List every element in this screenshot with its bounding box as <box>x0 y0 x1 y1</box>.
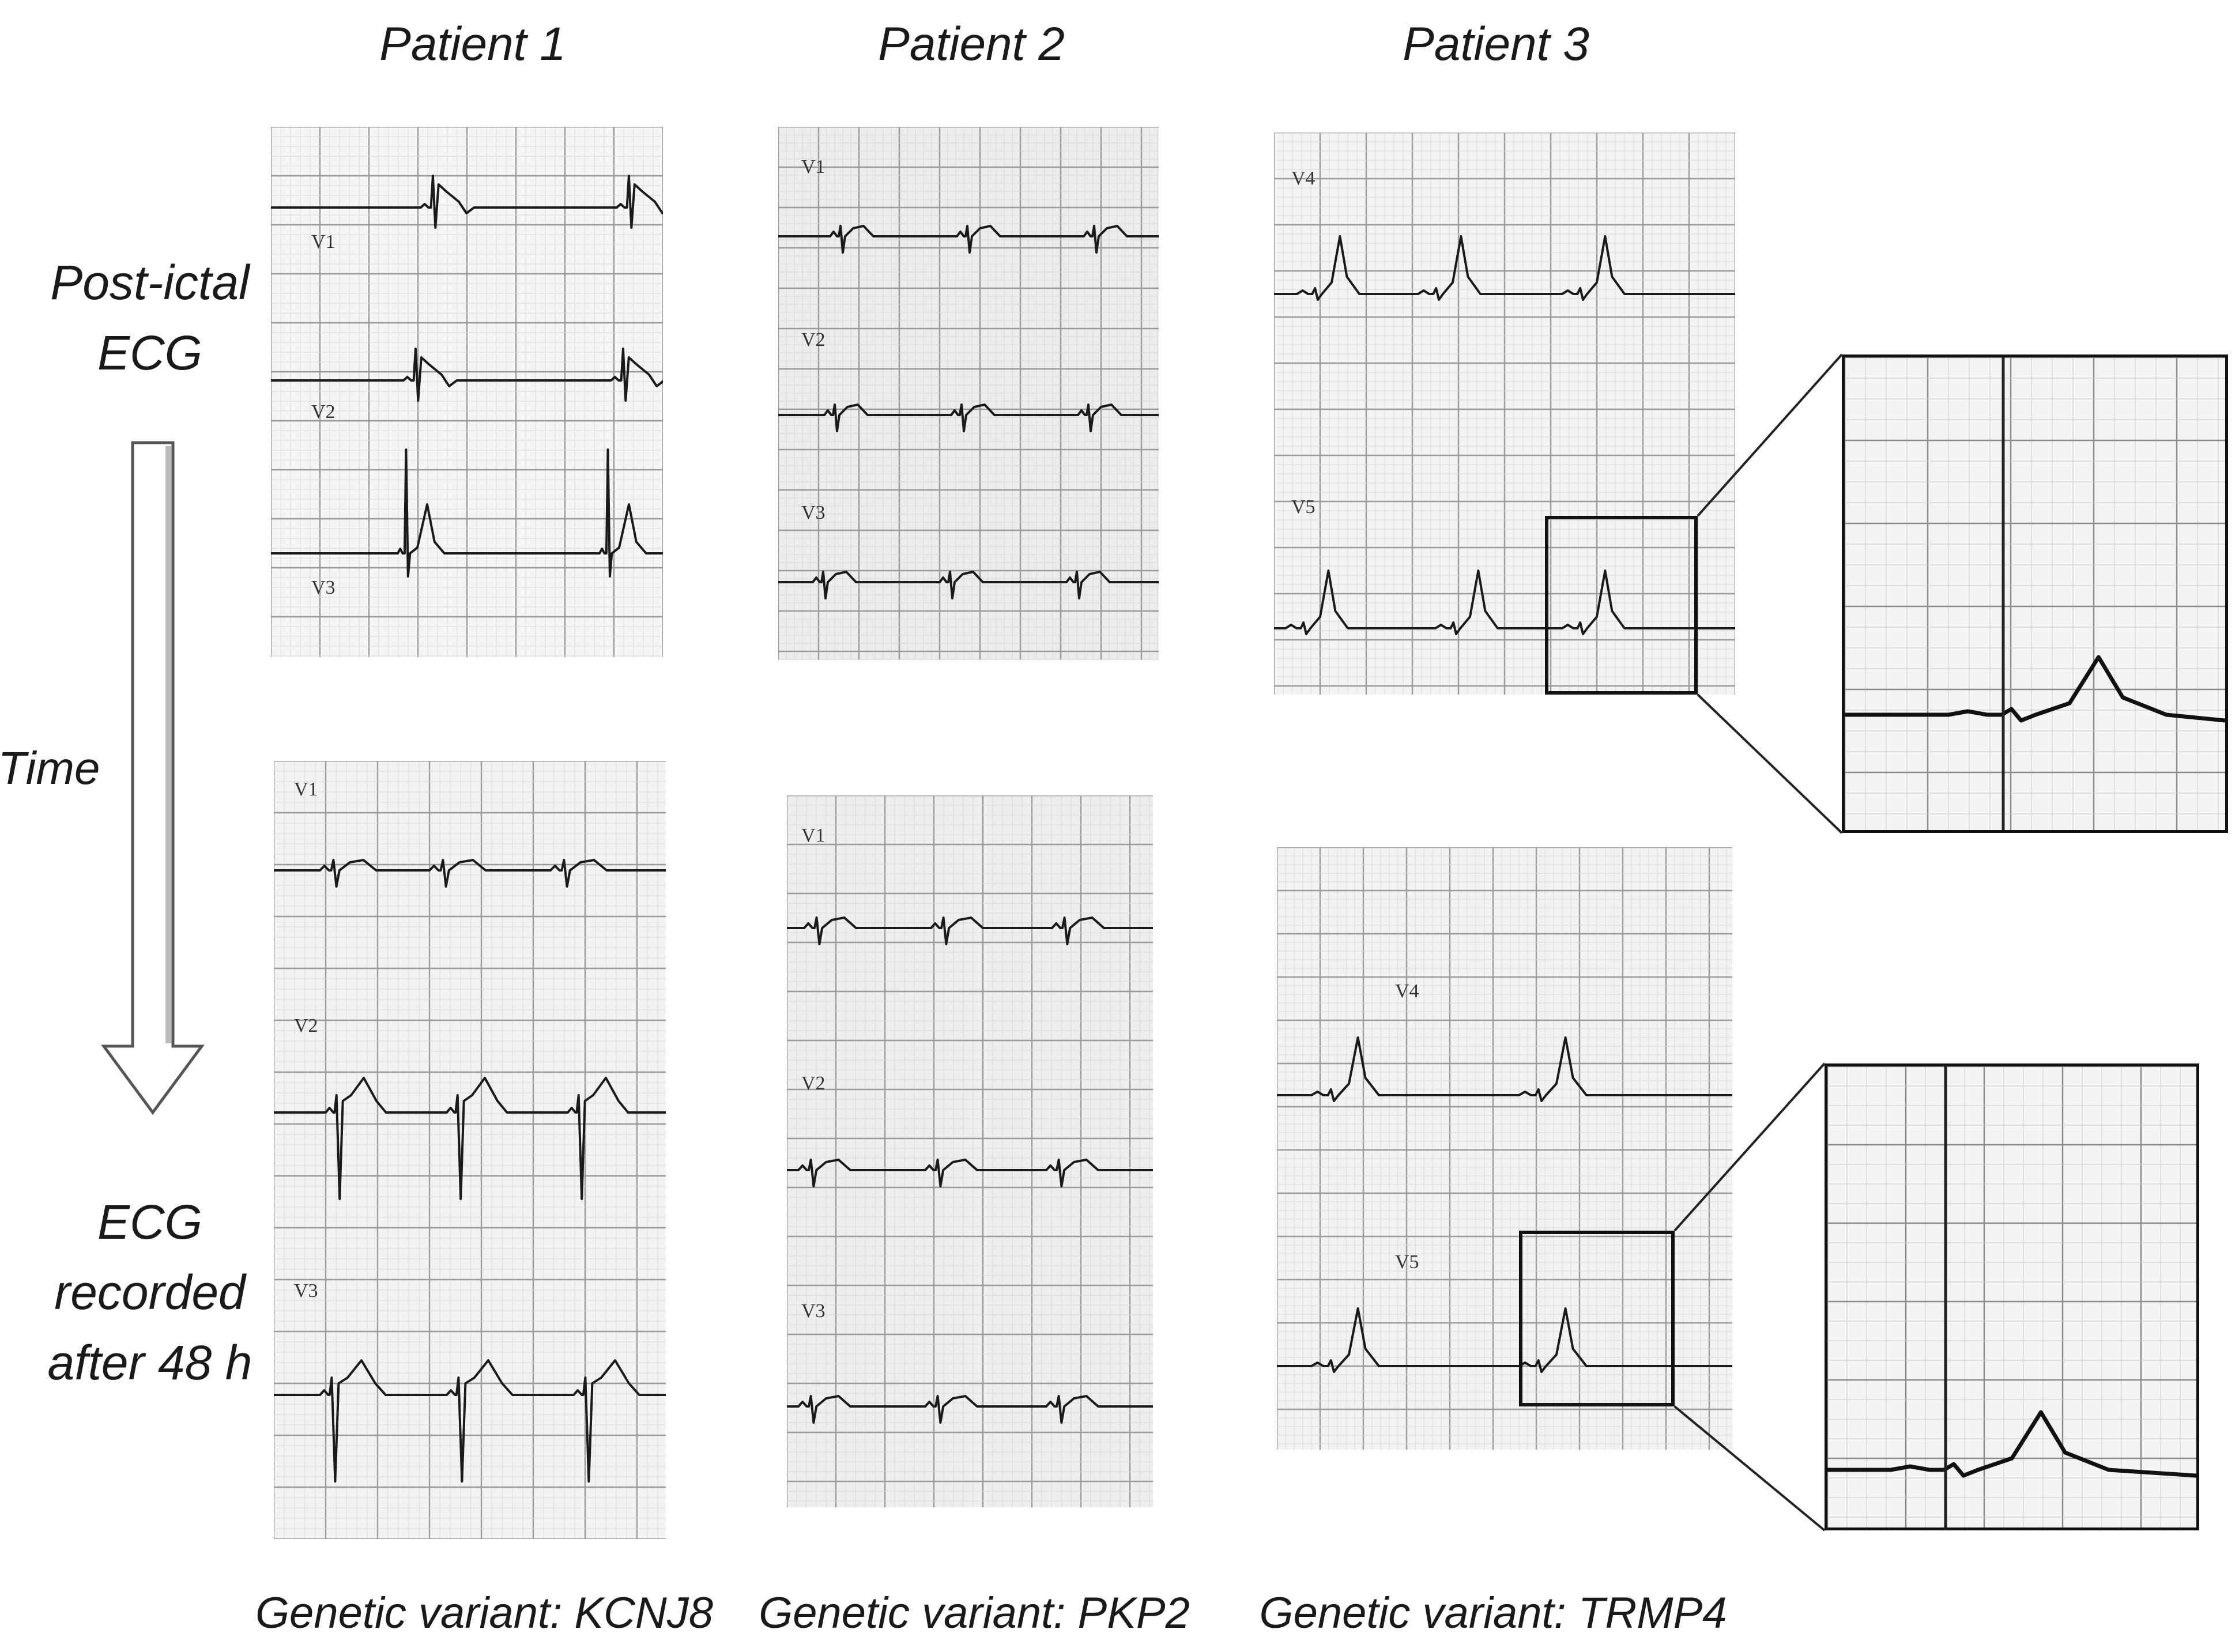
ecg-patient1-48h-trace-1 <box>274 859 666 888</box>
zoom-inset-48h-svg <box>1827 1066 2196 1527</box>
patient-2-title: Patient 2 <box>878 18 1065 70</box>
ecg-patient2-48h-lead-1: V1 <box>801 825 826 846</box>
patient-1-title: Patient 1 <box>379 18 566 70</box>
post-ictal-line2: ECG <box>97 325 203 380</box>
ecg-patient3-postictal-trace-1 <box>1274 235 1735 301</box>
zoom-inset-postictal <box>1842 354 2228 833</box>
ecg-patient2-postictal-trace-2 <box>778 403 1159 432</box>
ecg-patient3-48h-trace-2 <box>1277 1307 1732 1373</box>
patient-1-variant: Genetic variant: KCNJ8 <box>255 1589 714 1638</box>
after-48h-label: ECG recorded after 48 h <box>40 1187 259 1398</box>
ecg-patient1-postictal-trace-1 <box>271 175 663 229</box>
zoom-inset-postictal-svg <box>1845 357 2225 830</box>
ecg-patient1-postictal-trace-2 <box>271 348 663 402</box>
ecg-patient3-48h-lead-2: V5 <box>1395 1251 1419 1273</box>
ecg-patient1-postictal-lead-1: V1 <box>311 231 336 252</box>
ecg-patient2-48h-trace-2 <box>787 1159 1153 1187</box>
zoom-inset-postictal-trace <box>1845 655 2225 723</box>
ecg-patient1-48h-lead-3: V3 <box>294 1280 318 1302</box>
ecg-patient1-48h-lead-2: V2 <box>294 1015 318 1036</box>
ecg-grid <box>778 127 1159 660</box>
ecg-patient1-48h-trace-3 <box>274 1359 666 1483</box>
after-48h-line2: recorded <box>54 1265 246 1319</box>
zoom-box-48h <box>1519 1231 1675 1406</box>
ecg-patient3-postictal-trace-2 <box>1274 569 1735 635</box>
ecg-patient3-postictal-lead-1: V4 <box>1291 168 1315 189</box>
time-label: Time <box>0 742 100 794</box>
ecg-grid <box>1274 133 1735 695</box>
ecg-grid <box>274 761 666 1539</box>
time-arrow <box>101 441 205 1115</box>
after-48h-line3: after 48 h <box>47 1335 252 1390</box>
patient-3-title: Patient 3 <box>1403 18 1589 70</box>
ecg-patient3-48h-trace-1 <box>1277 1036 1732 1102</box>
zoom-box-postictal <box>1545 516 1698 695</box>
ecg-patient2-postictal-lead-1: V1 <box>801 156 826 178</box>
ecg-patient1-postictal-trace-3 <box>271 448 663 578</box>
post-ictal-label: Post-ictal ECG <box>40 248 259 389</box>
post-ictal-line1: Post-ictal <box>50 255 250 310</box>
patient-2-variant: Genetic variant: PKP2 <box>759 1589 1190 1638</box>
ecg-patient2-postictal-trace-3 <box>778 571 1159 599</box>
ecg-patient2-48h-lead-2: V2 <box>801 1073 826 1094</box>
ecg-patient2-postictal-lead-3: V3 <box>801 502 826 523</box>
ecg-patient2-48h-trace-3 <box>787 1395 1153 1424</box>
ecg-patient2-48h-lead-3: V3 <box>801 1300 826 1322</box>
ecg-patient2-postictal-trace-1 <box>778 225 1159 254</box>
patient-3-variant: Genetic variant: TRMP4 <box>1259 1589 1727 1638</box>
ecg-patient2-postictal-lead-2: V2 <box>801 329 826 350</box>
ecg-patient3-48h-lead-1: V4 <box>1395 980 1419 1002</box>
ecg-patient3-postictal-lead-2: V5 <box>1291 496 1315 518</box>
ecg-grid <box>1845 357 2225 830</box>
zoom-inset-48h-trace <box>1827 1410 2196 1478</box>
after-48h-line1: ECG <box>97 1195 203 1249</box>
ecg-patient1-postictal-lead-3: V3 <box>311 577 336 598</box>
zoom-inset-48h <box>1825 1063 2199 1530</box>
ecg-patient2-48h-trace-1 <box>787 916 1153 945</box>
ecg-grid <box>271 127 663 657</box>
ecg-patient1-48h-trace-2 <box>274 1077 666 1200</box>
ecg-patient1-postictal-lead-2: V2 <box>311 401 336 423</box>
ecg-patient1-48h-lead-1: V1 <box>294 779 318 800</box>
